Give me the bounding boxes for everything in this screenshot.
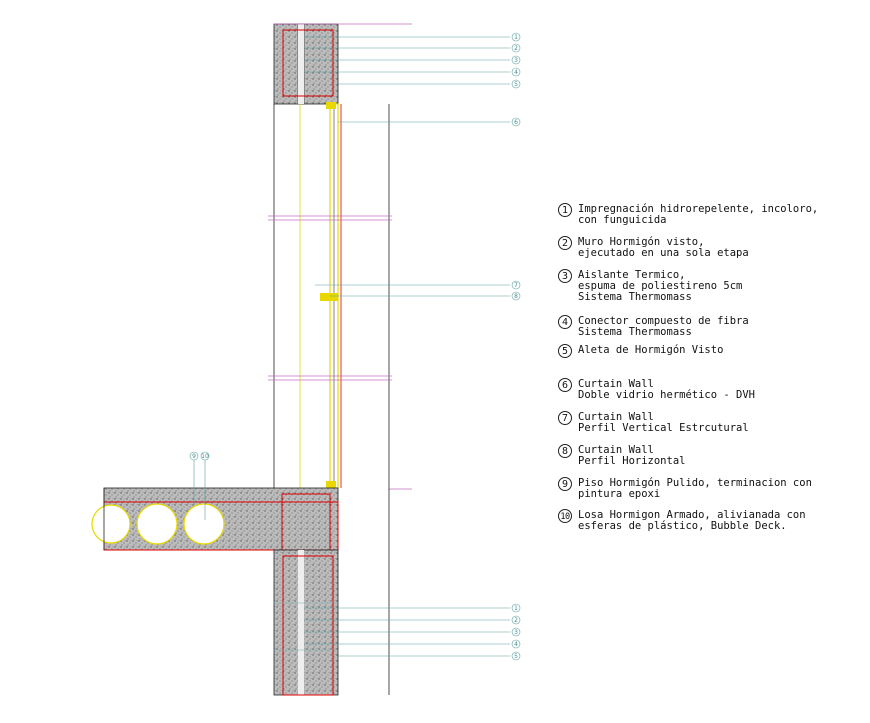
tag-label: 1: [514, 34, 518, 41]
tag-label: 2: [514, 45, 518, 52]
legend-text: Piso Hormigón Pulido, terminacion con: [578, 477, 812, 489]
legend-text: Curtain Wall: [578, 444, 654, 456]
legend-text: espuma de poliestireno 5cm: [578, 280, 743, 292]
legend-text: Muro Hormigón visto,: [578, 236, 705, 248]
tag-circle: [511, 639, 521, 649]
tag-label: 1: [514, 605, 518, 612]
slab: [91, 487, 339, 551]
tag-label: 5: [514, 653, 518, 660]
legend-text: Perfil Vertical Estrcutural: [578, 422, 749, 434]
legend-item: 5 Aleta de Hormigón Visto: [558, 344, 723, 358]
tags-bottom: 1 2 3 4 5: [511, 603, 521, 661]
legend-number: 3: [558, 269, 572, 283]
tag-label: 5: [514, 81, 518, 88]
tag-label: 10: [201, 453, 209, 460]
tag-circle: [511, 79, 521, 89]
legend-text: pintura epoxi: [578, 488, 661, 500]
tag-label: 7: [514, 282, 518, 289]
tags-slab: 9 10: [189, 451, 210, 461]
legend-number: 7: [558, 411, 572, 425]
top-wall: [273, 23, 412, 105]
legend-text: Aislante Termico,: [578, 269, 686, 281]
tag-circle: [511, 32, 521, 42]
tag-circle: [511, 291, 521, 301]
tags-top: 1 2 3 4 5 6 7 8: [511, 32, 521, 301]
legend-text: Sistema Thermomass: [578, 326, 692, 338]
tag-label: 3: [514, 57, 518, 64]
tag-label: 4: [514, 69, 518, 76]
legend-number: 2: [558, 236, 572, 250]
legend-text: Conector compuesto de fibra: [578, 315, 749, 327]
tag-circle: [511, 603, 521, 613]
tag-label: 4: [514, 641, 518, 648]
tag-label: 8: [514, 293, 518, 300]
legend-text: Aleta de Hormigón Visto: [578, 344, 724, 356]
legend-number: 8: [558, 444, 572, 458]
bottom-wall: [273, 489, 390, 696]
tag-label: 3: [514, 629, 518, 636]
legend-text: con funguicida: [578, 214, 667, 226]
leaders-slab: [193, 460, 206, 520]
legend-text: Curtain Wall: [578, 378, 654, 390]
legend-text: Doble vidrio hermético - DVH: [578, 389, 756, 401]
legend-number: 4: [558, 315, 572, 329]
tag-circle: [200, 451, 210, 461]
tag-circle: [511, 67, 521, 77]
legend-text: Perfil Horizontal: [578, 455, 686, 467]
legend-item: 1 Impregnación hidrorepelente, incoloro,c…: [558, 203, 818, 226]
legend-number: 6: [558, 378, 572, 392]
tag-circle: [511, 615, 521, 625]
legend-text: Sistema Thermomass: [578, 291, 692, 303]
leaders-top: [304, 36, 510, 297]
leaders-bottom: [304, 607, 510, 657]
legend-number: 5: [558, 344, 572, 358]
tag-circle: [189, 451, 199, 461]
tag-circle: [511, 627, 521, 637]
legend-item: 2 Muro Hormigón visto,ejecutado en una so…: [558, 236, 749, 259]
tag-circle: [511, 117, 521, 127]
legend-text: esferas de plástico, Bubble Deck.: [578, 520, 787, 532]
tag-circle: [511, 651, 521, 661]
legend-number: 9: [558, 477, 572, 491]
tag-label: 2: [514, 617, 518, 624]
tag-label: 9: [192, 453, 196, 460]
tag-label: 6: [514, 119, 518, 126]
tag-circle: [511, 55, 521, 65]
legend-item: 3 Aislante Termico,espuma de poliestireno…: [558, 269, 742, 303]
legend-text: ejecutado en una sola etapa: [578, 247, 749, 259]
legend-text: Losa Hormigon Armado, alivianada con: [578, 509, 806, 521]
legend-text: Curtain Wall: [578, 411, 654, 423]
tag-circle: [511, 280, 521, 290]
tag-circle: [511, 43, 521, 53]
legend-number: 1: [558, 203, 572, 217]
legend-number: 10: [558, 509, 572, 523]
legend-text: Impregnación hidrorepelente, incoloro,: [578, 203, 819, 215]
